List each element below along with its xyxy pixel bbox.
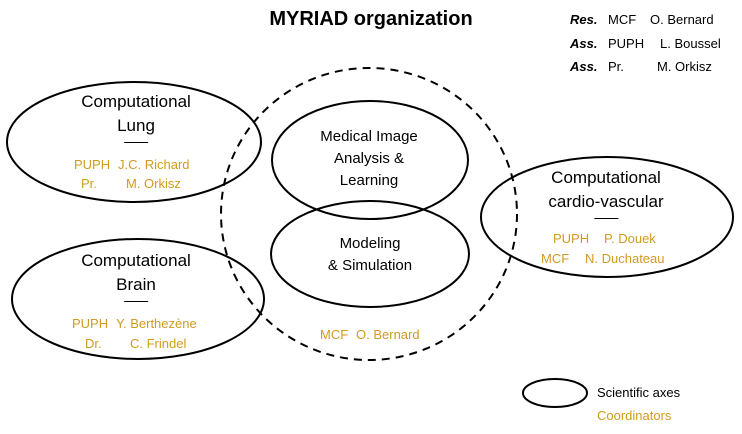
legend-axes-label: Scientific axes — [597, 385, 681, 400]
legend-ellipse — [522, 378, 588, 408]
cardio-divider — [593, 218, 618, 219]
core-dashed-circle — [220, 67, 518, 361]
brain-coord-name-2: C. Frindel — [130, 336, 187, 351]
staff-name-1: O. Bernard — [650, 12, 714, 27]
modeling-ellipse — [270, 200, 470, 308]
cardio-label: Computational cardio-vascular — [548, 166, 664, 219]
modeling-line-1: Modeling — [339, 235, 401, 252]
lung-label: Computational Lung — [81, 90, 191, 143]
brain-label-line-2: Brain — [116, 275, 156, 294]
core-coord-name: O. Bernard — [356, 327, 420, 342]
staff-rank-1: MCF — [608, 12, 637, 27]
staff-rank-2: PUPH — [608, 36, 645, 51]
modeling-label: Modeling & Simulation — [328, 233, 412, 277]
lung-coord-name-2: M. Orkisz — [126, 176, 181, 191]
staff-rank-3: Pr. — [608, 59, 624, 74]
modeling-line-2: & Simulation — [327, 257, 413, 274]
lung-coord-name-1: J.C. Richard — [118, 157, 190, 172]
cardio-coord-rank-1: PUPH — [553, 231, 590, 246]
lung-coord-rank-2: Pr. — [81, 176, 97, 191]
cardio-coord-name-2: N. Duchateau — [585, 251, 665, 266]
cardio-coord-rank-2: MCF — [541, 251, 570, 266]
cardio-ellipse — [480, 156, 734, 278]
image-analysis-line-3: Learning — [339, 172, 399, 189]
staff-name-3: M. Orkisz — [657, 59, 712, 74]
brain-coord-name-1: Y. Berthezène — [116, 316, 197, 331]
image-analysis-line-2: Analysis & — [333, 150, 405, 167]
brain-divider — [124, 301, 148, 302]
staff-name-2: L. Boussel — [660, 36, 721, 51]
image-analysis-line-1: Medical Image — [320, 128, 418, 145]
staff-role-3: Ass. — [570, 59, 598, 74]
diagram-title: MYRIAD organization — [269, 8, 473, 30]
lung-label-line-1: Computational — [81, 92, 191, 111]
cardio-label-line-1: Computational — [551, 168, 661, 187]
cardio-label-line-2: cardio-vascular — [548, 192, 664, 211]
image-analysis-label: Medical Image Analysis & Learning — [320, 126, 418, 192]
legend-coordinators-label: Coordinators — [597, 408, 672, 423]
brain-coord-rank-1: PUPH — [72, 316, 109, 331]
brain-coord-rank-2: Dr. — [85, 336, 102, 351]
core-coord-rank: MCF — [320, 327, 349, 342]
brain-label: Computational Brain — [81, 249, 191, 302]
lung-divider — [124, 142, 148, 143]
image-analysis-ellipse — [271, 100, 469, 220]
lung-coord-rank-1: PUPH — [74, 157, 111, 172]
staff-role-2: Ass. — [570, 36, 598, 51]
staff-role-1: Res. — [570, 12, 598, 27]
cardio-coord-name-1: P. Douek — [604, 231, 656, 246]
lung-label-line-2: Lung — [117, 116, 155, 135]
brain-label-line-1: Computational — [81, 251, 191, 270]
lung-ellipse — [6, 81, 262, 203]
brain-ellipse — [11, 238, 265, 360]
